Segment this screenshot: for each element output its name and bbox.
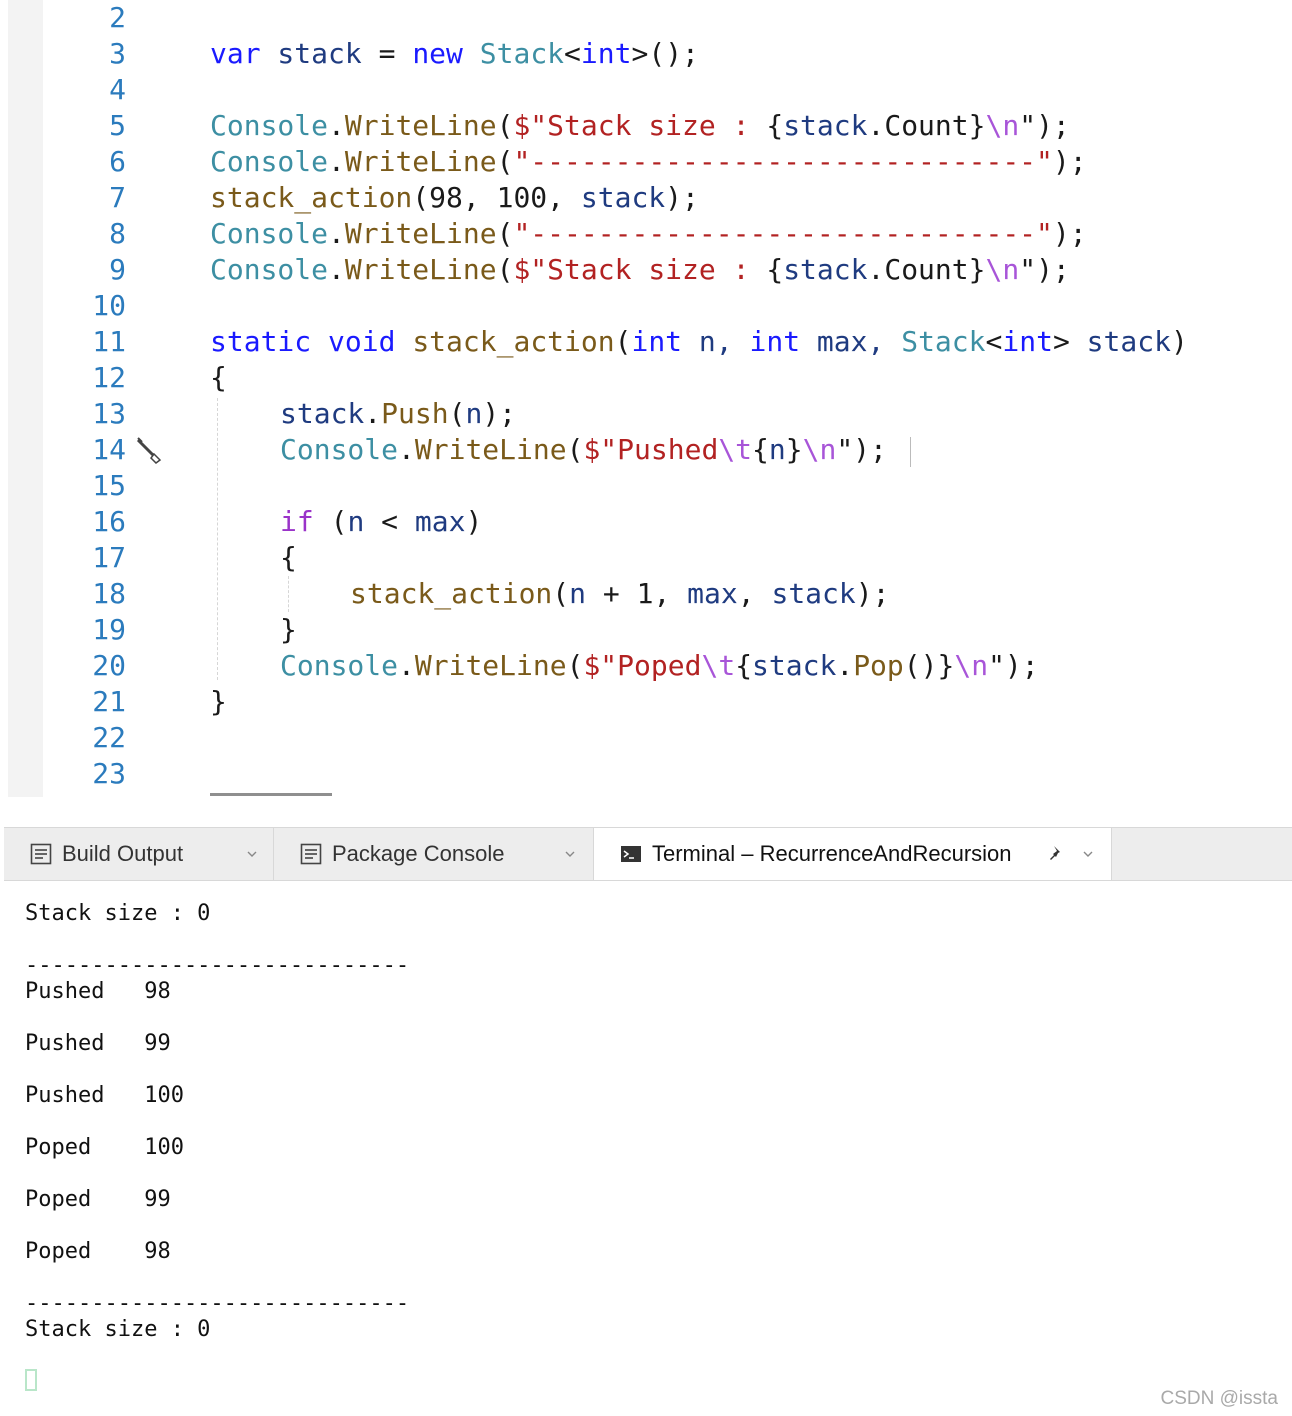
chevron-down-icon[interactable] <box>1078 844 1098 864</box>
line-number: 21 <box>92 685 126 718</box>
terminal-output[interactable]: Stack size : 0 -------------------------… <box>4 881 1292 1416</box>
pin-icon[interactable] <box>1046 843 1066 863</box>
code-line-6: Console.WriteLine("---------------------… <box>210 145 1087 178</box>
document-list-icon <box>30 843 52 865</box>
code-line-20: Console.WriteLine($"Poped\t{stack.Pop()}… <box>280 649 1039 682</box>
terminal-line: Pushed 98 <box>25 979 171 1004</box>
terminal-icon <box>621 846 641 862</box>
line-number: 14 <box>92 433 126 466</box>
line-number: 9 <box>109 253 126 286</box>
tab-label: Build Output <box>62 841 184 866</box>
line-number: 11 <box>92 325 126 358</box>
line-number: 5 <box>109 109 126 142</box>
indent-guide <box>288 576 289 612</box>
code-line-12: { <box>210 361 227 394</box>
code-line-7: stack_action(98, 100, stack); <box>210 181 699 214</box>
line-number: 18 <box>92 577 126 610</box>
terminal-line: Stack size : 0 <box>25 1317 211 1342</box>
line-number: 16 <box>92 505 126 538</box>
code-line-21: } <box>210 685 227 718</box>
quick-fix-pencil-icon[interactable] <box>134 436 164 466</box>
code-line-16: if (n < max) <box>280 505 483 538</box>
terminal-line: ----------------------------- <box>25 1291 410 1316</box>
line-number: 17 <box>92 541 126 574</box>
watermark: CSDN @issta <box>1160 1388 1278 1409</box>
line-number: 7 <box>109 181 126 214</box>
line-number: 22 <box>92 721 126 754</box>
line-number: 3 <box>109 37 126 70</box>
line-number: 15 <box>92 469 126 502</box>
terminal-line: ----------------------------- <box>25 953 410 978</box>
editor-gutter <box>8 0 43 797</box>
terminal-cursor <box>25 1369 37 1391</box>
line-number: 13 <box>92 397 126 430</box>
chevron-down-icon[interactable] <box>242 844 262 864</box>
terminal-line: Pushed 100 <box>25 1083 184 1108</box>
terminal-line: Stack size : 0 <box>25 901 211 926</box>
code-line-9: Console.WriteLine($"Stack size : {stack.… <box>210 253 1070 286</box>
code-line-14: Console.WriteLine($"Pushed\t{n}\n"); <box>280 433 887 466</box>
line-number: 20 <box>92 649 126 682</box>
terminal-line: Pushed 99 <box>25 1031 171 1056</box>
line-number: 2 <box>109 1 126 34</box>
terminal-line: Poped 99 <box>25 1187 171 1212</box>
line-number: 6 <box>109 145 126 178</box>
chevron-down-icon[interactable] <box>560 844 580 864</box>
line-number: 19 <box>92 613 126 646</box>
line-number: 10 <box>92 289 126 322</box>
code-line-13: stack.Push(n); <box>280 397 517 430</box>
tab-label: Package Console <box>332 841 505 866</box>
code-line-8: Console.WriteLine("---------------------… <box>210 217 1087 250</box>
line-number: 4 <box>109 73 126 106</box>
code-line-17: { <box>280 541 297 574</box>
code-line-5: Console.WriteLine($"Stack size : {stack.… <box>210 109 1070 142</box>
document-list-icon <box>300 843 322 865</box>
indent-guide <box>217 398 218 680</box>
tab-label: Terminal – RecurrenceAndRecursion <box>652 841 1012 866</box>
tab-package-console[interactable]: Package Console <box>274 828 594 880</box>
line-number: 12 <box>92 361 126 394</box>
text-caret <box>910 437 911 467</box>
horizontal-scrollbar[interactable] <box>210 793 332 796</box>
terminal-line: Poped 100 <box>25 1135 184 1160</box>
code-line-3: var stack = new Stack<int>(); <box>210 37 699 70</box>
code-editor[interactable]: 2 3 4 5 6 7 8 9 10 11 12 13 14 15 16 17 … <box>4 0 1292 797</box>
tab-build-output[interactable]: Build Output <box>4 828 274 880</box>
tab-terminal[interactable]: Terminal – RecurrenceAndRecursion <box>594 828 1112 880</box>
code-line-11: static void stack_action(int n, int max,… <box>210 325 1188 358</box>
line-number: 23 <box>92 757 126 790</box>
line-number: 8 <box>109 217 126 250</box>
code-line-18: stack_action(n + 1, max, stack); <box>350 577 890 610</box>
bottom-panel-tabbar: Build Output Package Console Terminal – … <box>4 827 1292 881</box>
terminal-line: Poped 98 <box>25 1239 171 1264</box>
code-line-19: } <box>280 613 297 646</box>
